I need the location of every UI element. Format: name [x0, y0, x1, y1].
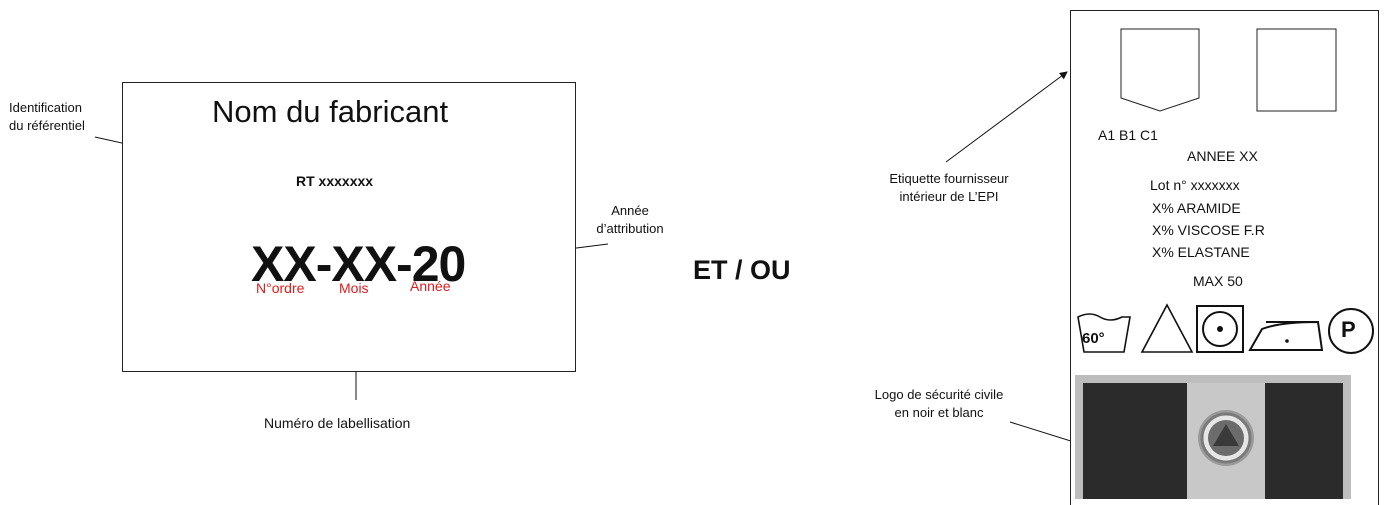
- supplier-arrow: [945, 71, 1068, 163]
- supplier-line1: Etiquette fournisseur: [889, 171, 1009, 186]
- logo-emblem-icon: [1198, 410, 1254, 466]
- ref-id-line2: du référentiel: [9, 118, 85, 133]
- composition-1: X% ARAMIDE: [1152, 200, 1241, 216]
- ref-id-line1: Identification: [9, 100, 82, 115]
- wash-temp: 60°: [1082, 330, 1105, 347]
- rt-code: RT xxxxxxx: [296, 173, 374, 189]
- year-line2: d’attribution: [596, 221, 664, 236]
- logo-right-panel: [1265, 383, 1343, 499]
- size-codes: A1 B1 C1: [1098, 127, 1158, 143]
- manufacturer-name: Nom du fabricant: [212, 94, 449, 129]
- ref-id-annotation: Identification du référentiel: [9, 99, 85, 135]
- civil-security-logo: [1075, 375, 1351, 499]
- dry-clean-letter: P: [1341, 317, 1356, 342]
- logo-line2: en noir et blanc: [894, 405, 984, 420]
- supplier-annotation: Etiquette fournisseur intérieur de L’EPI: [874, 170, 1024, 206]
- part-month-label: Mois: [339, 280, 369, 296]
- part-order-label: N°ordre: [256, 280, 305, 296]
- supplier-line2: intérieur de L’EPI: [899, 189, 999, 204]
- label-number-caption: Numéro de labellisation: [264, 415, 411, 431]
- right-year: ANNEE XX: [1187, 148, 1258, 164]
- manufacturer-label-box: [122, 82, 576, 372]
- year-annotation: Année d’attribution: [574, 202, 686, 238]
- year-line1: Année: [611, 203, 649, 218]
- composition-3: X% ELASTANE: [1152, 244, 1250, 260]
- label-number: XX-XX-20: [251, 236, 466, 292]
- lot-number: Lot n° xxxxxxx: [1150, 177, 1240, 193]
- logo-left-panel: [1083, 383, 1187, 499]
- logo-annotation: Logo de sécurité civile en noir et blanc: [864, 386, 1014, 422]
- composition-2: X% VISCOSE F.R: [1152, 222, 1265, 238]
- logo-line1: Logo de sécurité civile: [874, 387, 1004, 402]
- connector-text: ET / OU: [693, 255, 791, 285]
- part-year-label: Année: [410, 278, 451, 294]
- max-wash: MAX 50: [1193, 273, 1243, 289]
